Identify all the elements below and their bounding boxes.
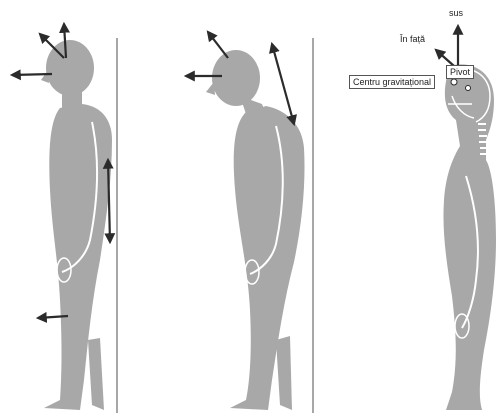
label-center-of-gravity: Centru gravitațional [349,75,435,89]
label-forward: În față [400,34,425,44]
figure-upright [41,40,112,410]
arrow-forward-3 [436,50,454,66]
label-pivot: Pivot [446,65,474,79]
pivot-point-marker [466,86,471,91]
arrow-head-forward-1 [12,74,52,75]
center-of-gravity-marker [451,79,457,85]
arrow-head-diag-2 [208,32,228,58]
label-up: sus [449,8,463,18]
figure-forward-head [206,50,305,410]
